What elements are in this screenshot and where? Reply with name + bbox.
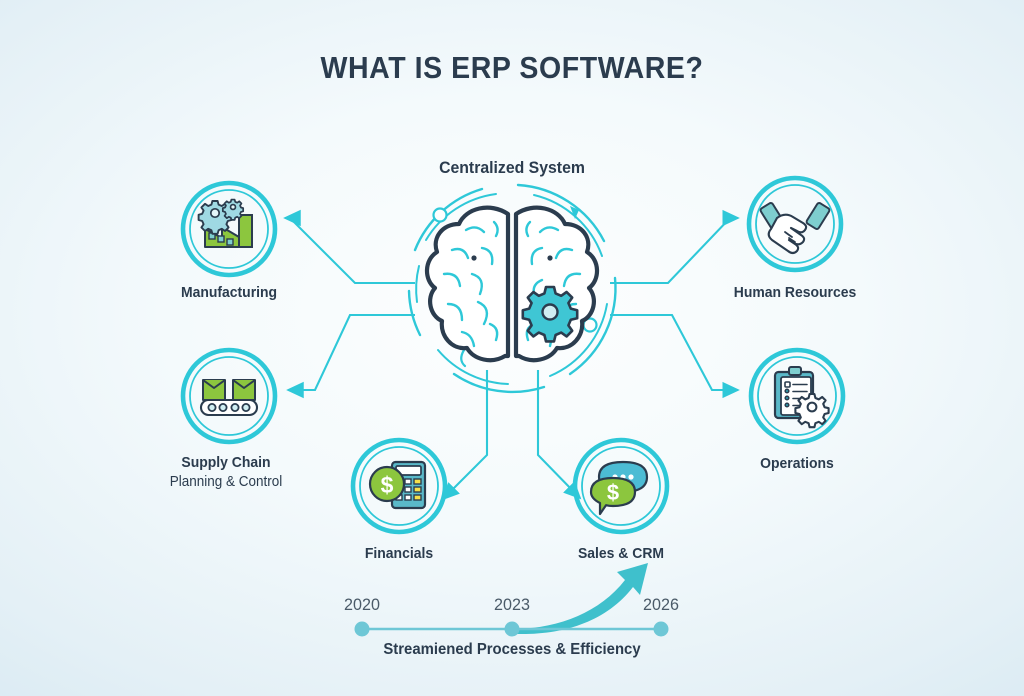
node-label-supply-chain: Supply Chain Planning & Control <box>133 453 319 491</box>
node-label-manufacturing: Manufacturing <box>136 283 322 303</box>
label-sub: Planning & Control <box>169 473 283 490</box>
label-text: Operations <box>760 455 834 472</box>
timeline-caption: Streamiened Processes & Efficiency <box>383 641 641 658</box>
clipboard-gear-icon <box>773 366 830 429</box>
timeline-dot-2026[interactable] <box>653 621 669 637</box>
label-text: Supply Chain <box>181 454 271 471</box>
node-label-operations: Operations <box>704 454 890 474</box>
label-text: Financials <box>364 545 434 562</box>
node-label-financials: Financials <box>306 544 492 564</box>
node-label-human-resources: Human Resources <box>702 283 888 303</box>
center-system-label: Centralized System <box>439 158 585 177</box>
node-sales-crm[interactable]: $ <box>572 437 670 535</box>
connector-supply-chain <box>286 313 415 399</box>
svg-text:$: $ <box>381 472 394 498</box>
connector-human-resources <box>610 209 740 285</box>
timeline-year-2020: 2020 <box>344 595 380 614</box>
node-financials[interactable]: $ <box>350 437 448 535</box>
connector-manufacturing <box>283 209 415 285</box>
timeline-year-2023: 2023 <box>494 595 530 614</box>
page-title: WHAT IS ERP SOFTWARE? <box>320 50 704 85</box>
node-supply-chain[interactable] <box>180 347 278 445</box>
timeline-dot-2020[interactable] <box>354 621 370 637</box>
growth-arrow-icon <box>516 563 648 635</box>
connector-operations <box>610 313 740 399</box>
brain-gear-icon <box>521 285 579 343</box>
node-manufacturing[interactable] <box>180 180 278 278</box>
node-operations[interactable] <box>748 347 846 445</box>
factory-gears-icon <box>197 198 253 248</box>
svg-text:$: $ <box>607 480 619 505</box>
label-text: Sales & CRM <box>577 545 665 562</box>
node-human-resources[interactable] <box>746 175 844 273</box>
label-text: Manufacturing <box>180 284 278 301</box>
label-text: Human Resources <box>733 284 857 301</box>
timeline-year-2026: 2026 <box>643 595 679 614</box>
timeline-dot-2023[interactable] <box>504 621 520 637</box>
chat-bubbles-dollar-icon: $ <box>589 460 649 516</box>
calculator-coin-icon: $ <box>368 460 427 510</box>
conveyor-belt-icon <box>199 379 259 417</box>
node-label-sales-crm: Sales & CRM <box>528 544 714 564</box>
handshake-icon <box>759 202 831 255</box>
